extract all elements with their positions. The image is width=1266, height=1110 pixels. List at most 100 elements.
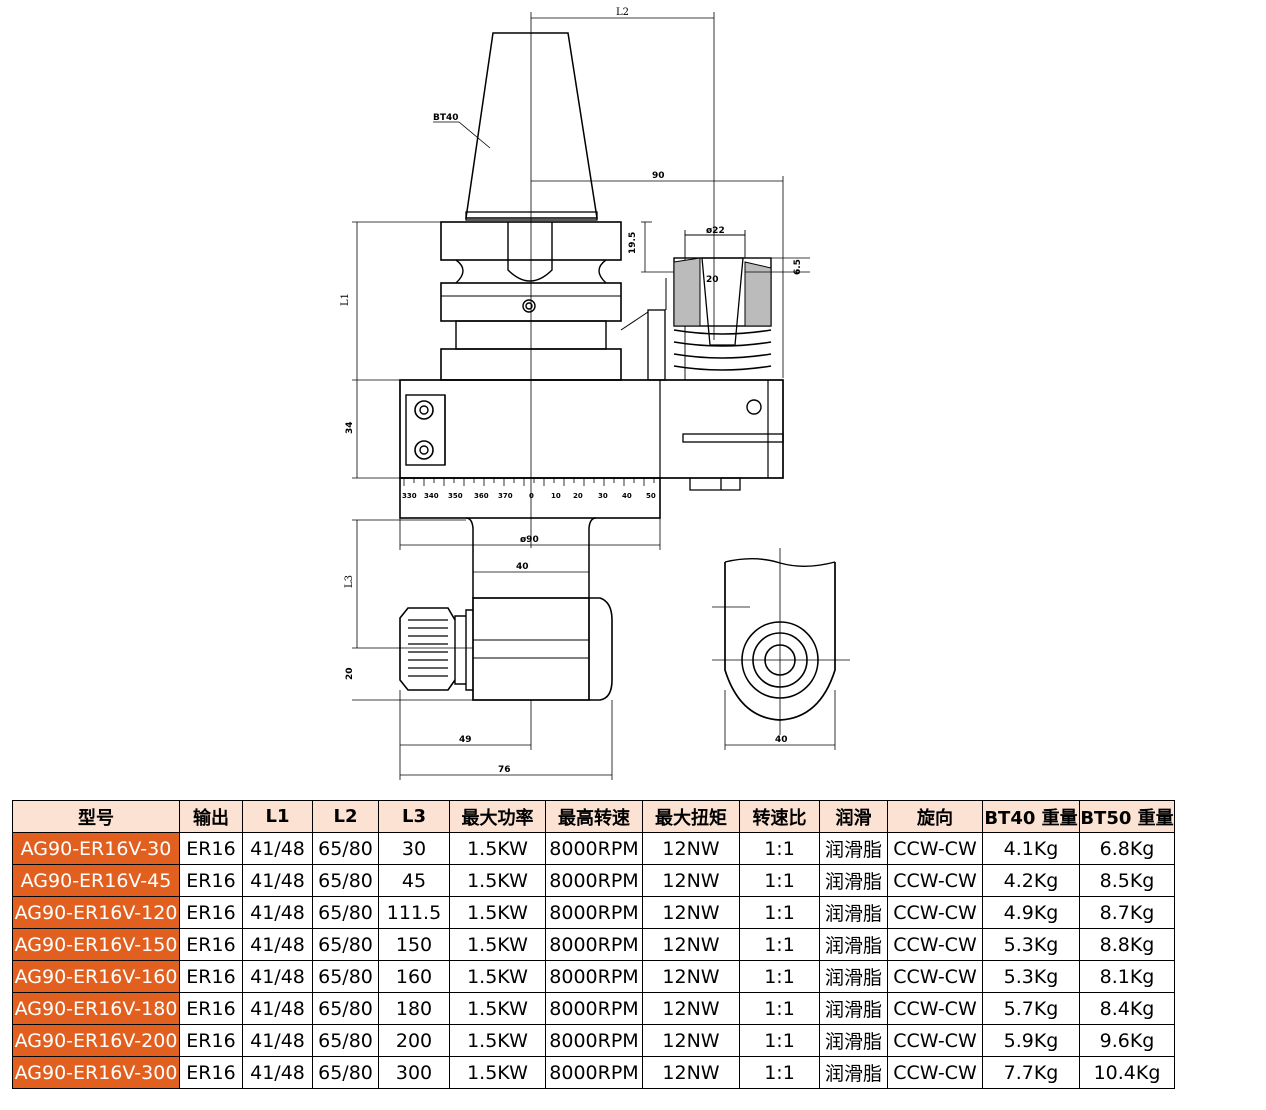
dim-40b: 40: [775, 735, 788, 745]
scale-label: 40: [622, 492, 632, 500]
cell-max-speed: 8000RPM: [545, 1056, 643, 1089]
cell-bt50-weight: 8.5Kg: [1079, 864, 1175, 897]
cell-ratio: 1:1: [739, 864, 820, 897]
spec-table-header: 型号 输出 L1 L2 L3 最大功率 最高转速 最大扭矩 转速比 润滑 旋向 …: [12, 800, 1175, 833]
cell-bt50-weight: 8.8Kg: [1079, 928, 1175, 961]
cell-max-speed: 8000RPM: [545, 960, 643, 993]
cell-ratio: 1:1: [739, 1056, 820, 1089]
scale-label: 30: [598, 492, 608, 500]
cell-l1: 41/48: [242, 1056, 313, 1089]
cell-lubrication: 润滑脂: [819, 928, 888, 961]
cell-l2: 65/80: [312, 896, 379, 929]
dim-20b: 20: [345, 667, 355, 680]
cell-bt40-weight: 5.9Kg: [982, 1024, 1080, 1057]
cell-model: AG90-ER16V-180: [12, 992, 180, 1025]
cell-max-power: 1.5KW: [449, 960, 546, 993]
cell-l3: 150: [378, 928, 450, 961]
cell-max-torque: 12NW: [642, 992, 740, 1025]
technical-drawing: BT40 L2 90 19.5 L1 ø22 20 6.5: [340, 7, 850, 780]
dim-40: 40: [516, 562, 529, 572]
cell-max-speed: 8000RPM: [545, 1024, 643, 1057]
header-max-torque: 最大扭矩: [642, 800, 740, 833]
cell-bt40-weight: 5.3Kg: [982, 960, 1080, 993]
cell-ratio: 1:1: [739, 928, 820, 961]
cell-model: AG90-ER16V-45: [12, 864, 180, 897]
scale-label: 10: [551, 492, 561, 500]
side-view: 40: [712, 548, 850, 750]
cell-ratio: 1:1: [739, 1024, 820, 1057]
cell-bt40-weight: 7.7Kg: [982, 1056, 1080, 1089]
cell-max-speed: 8000RPM: [545, 832, 643, 865]
cell-output: ER16: [179, 896, 243, 929]
cell-rotation: CCW-CW: [887, 960, 983, 993]
cell-output: ER16: [179, 960, 243, 993]
cell-l3: 30: [378, 832, 450, 865]
header-model: 型号: [12, 800, 180, 833]
header-max-power: 最大功率: [449, 800, 546, 833]
cell-max-speed: 8000RPM: [545, 928, 643, 961]
cell-lubrication: 润滑脂: [819, 832, 888, 865]
cell-bt40-weight: 5.3Kg: [982, 928, 1080, 961]
scale-label: 50: [646, 492, 656, 500]
cell-output: ER16: [179, 832, 243, 865]
cell-rotation: CCW-CW: [887, 896, 983, 929]
cell-max-torque: 12NW: [642, 832, 740, 865]
cell-l1: 41/48: [242, 960, 313, 993]
dim-l1: L1: [340, 293, 351, 306]
header-l2: L2: [312, 800, 379, 833]
cell-lubrication: 润滑脂: [819, 864, 888, 897]
cell-lubrication: 润滑脂: [819, 1024, 888, 1057]
scale-label: 350: [448, 492, 463, 500]
dim-phi90: ø90: [520, 535, 539, 545]
spec-table: 型号 输出 L1 L2 L3 最大功率 最高转速 最大扭矩 转速比 润滑 旋向 …: [12, 800, 1175, 1089]
cell-output: ER16: [179, 928, 243, 961]
cell-l3: 111.5: [378, 896, 450, 929]
cell-ratio: 1:1: [739, 896, 820, 929]
cell-ratio: 1:1: [739, 832, 820, 865]
cell-bt50-weight: 8.1Kg: [1079, 960, 1175, 993]
dim-20: 20: [706, 275, 719, 285]
scale-label: 0: [529, 492, 534, 500]
cell-lubrication: 润滑脂: [819, 960, 888, 993]
cell-l3: 160: [378, 960, 450, 993]
cell-bt40-weight: 4.9Kg: [982, 896, 1080, 929]
cell-ratio: 1:1: [739, 960, 820, 993]
cell-output: ER16: [179, 1056, 243, 1089]
cell-lubrication: 润滑脂: [819, 1056, 888, 1089]
cell-max-torque: 12NW: [642, 1024, 740, 1057]
dim-l2: L2: [616, 7, 629, 18]
scale-label: 370: [498, 492, 513, 500]
bt40-label: BT40: [433, 113, 459, 123]
cell-max-power: 1.5KW: [449, 1024, 546, 1057]
cell-l1: 41/48: [242, 1024, 313, 1057]
header-bt40-weight: BT40 重量: [982, 800, 1080, 833]
cell-max-power: 1.5KW: [449, 864, 546, 897]
cell-l3: 180: [378, 992, 450, 1025]
cell-max-torque: 12NW: [642, 928, 740, 961]
cell-max-power: 1.5KW: [449, 928, 546, 961]
cell-max-power: 1.5KW: [449, 832, 546, 865]
cell-l2: 65/80: [312, 864, 379, 897]
cell-l2: 65/80: [312, 960, 379, 993]
cell-rotation: CCW-CW: [887, 992, 983, 1025]
cell-rotation: CCW-CW: [887, 928, 983, 961]
cell-max-power: 1.5KW: [449, 896, 546, 929]
cell-ratio: 1:1: [739, 992, 820, 1025]
cell-max-torque: 12NW: [642, 960, 740, 993]
cell-l1: 41/48: [242, 832, 313, 865]
cell-output: ER16: [179, 864, 243, 897]
cell-l1: 41/48: [242, 864, 313, 897]
cell-l3: 300: [378, 1056, 450, 1089]
cell-model: AG90-ER16V-300: [12, 1056, 180, 1089]
cell-max-speed: 8000RPM: [545, 864, 643, 897]
cell-model: AG90-ER16V-120: [12, 896, 180, 929]
